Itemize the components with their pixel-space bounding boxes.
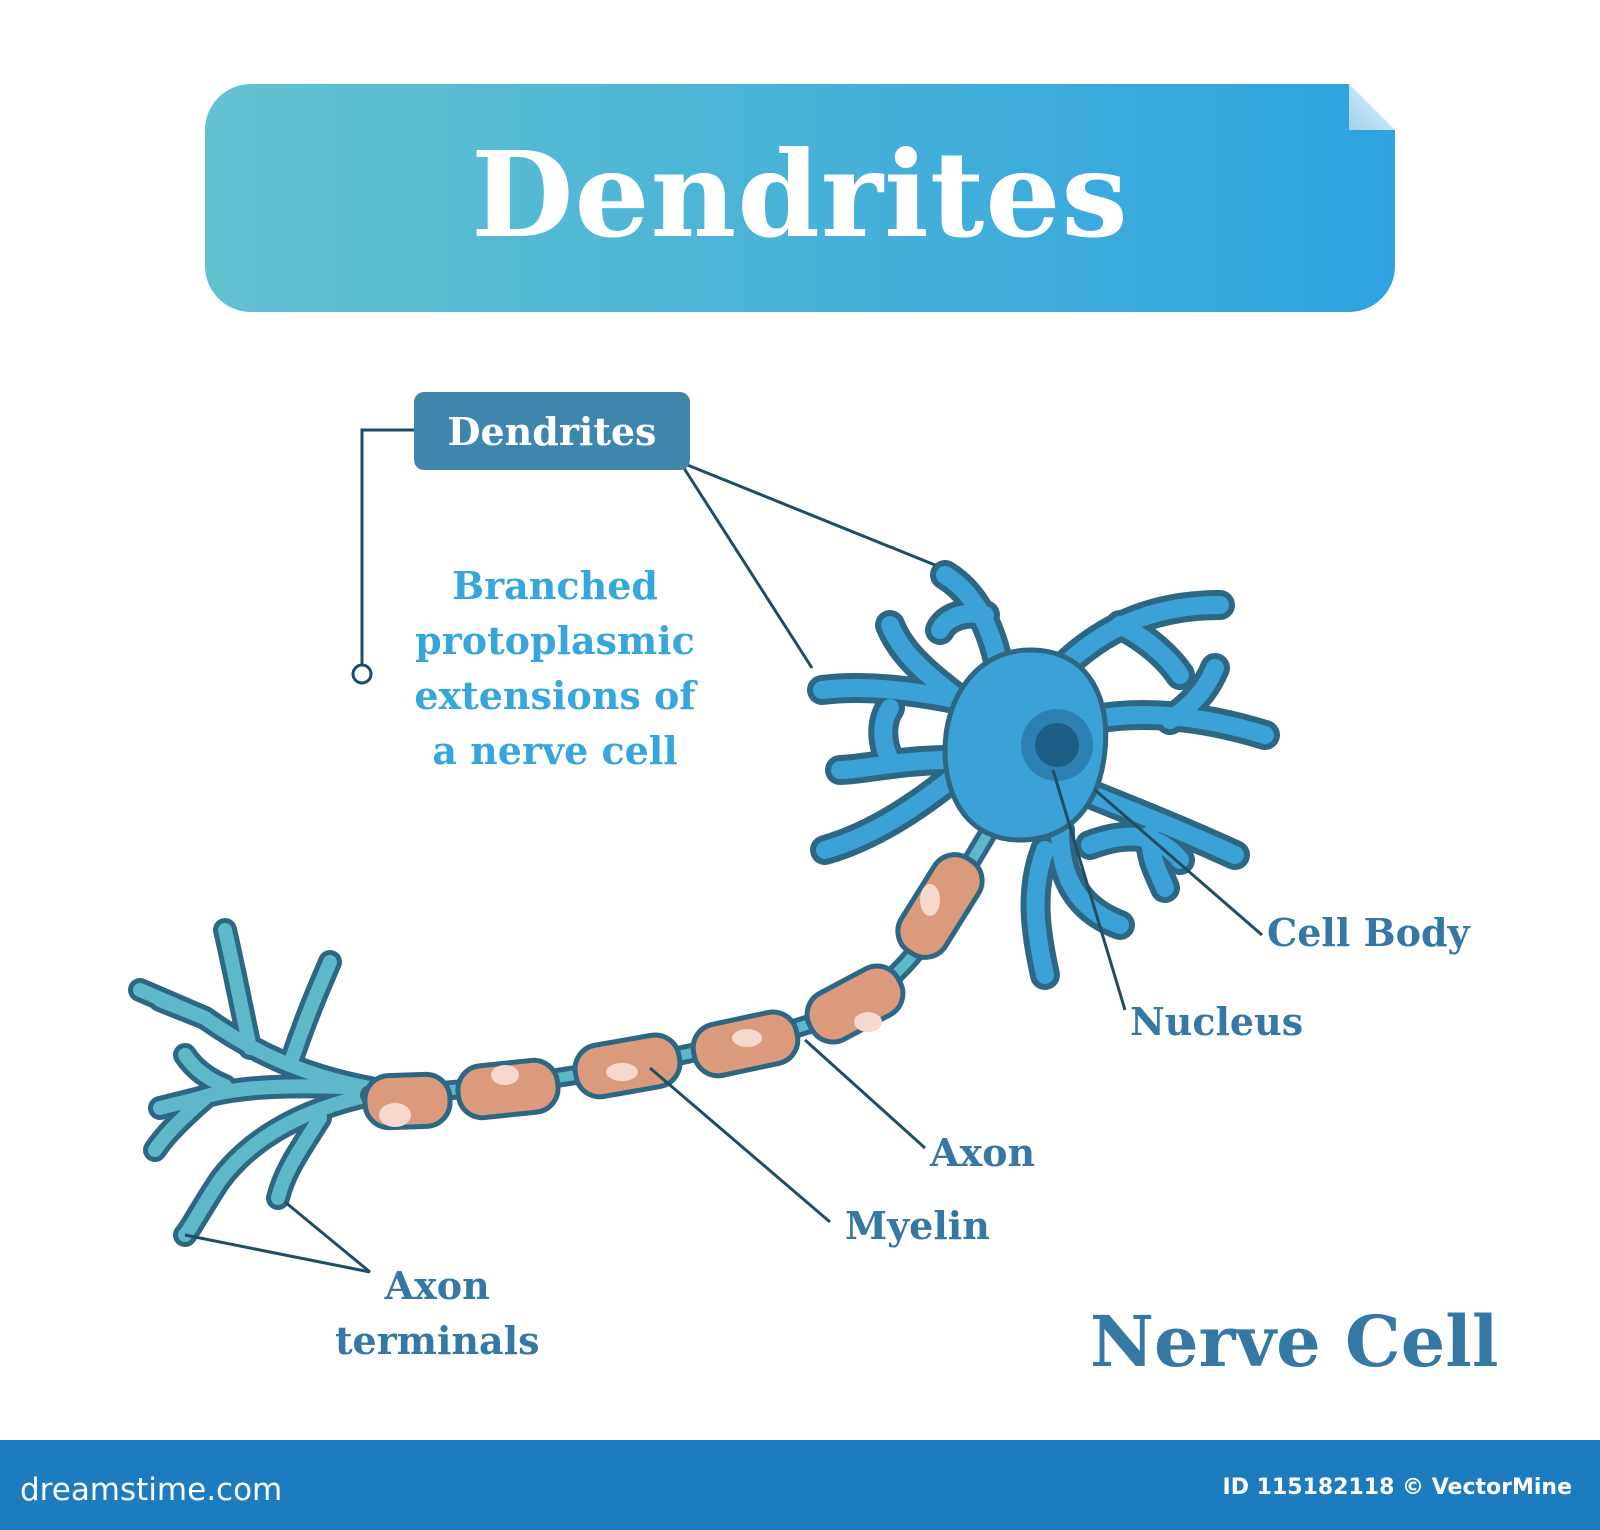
label-myelin: Myelin <box>845 1203 990 1248</box>
myelin-sheath <box>362 852 985 1131</box>
callout-anchor-dot <box>351 663 373 685</box>
description-line: Branched <box>452 563 658 608</box>
label-axon-terminals-line2: terminals <box>335 1318 540 1363</box>
description-line: protoplasmic <box>415 618 695 663</box>
footer-image-id: ID 115182118 © VectorMine <box>1222 1475 1572 1500</box>
label-cell-body: Cell Body <box>1267 910 1470 955</box>
label-axon: Axon <box>930 1130 1036 1175</box>
nucleus <box>1021 709 1093 781</box>
label-axon-terminals: Axon terminals <box>335 1258 539 1368</box>
page-curl-decoration <box>1349 84 1395 130</box>
label-axon-terminals-line1: Axon <box>384 1263 490 1308</box>
leader-lines <box>184 428 1263 1274</box>
description-line: a nerve cell <box>432 728 678 773</box>
nerve-cell-diagram <box>128 428 1280 1274</box>
label-nucleus: Nucleus <box>1130 999 1304 1044</box>
description-line: extensions of <box>414 673 696 718</box>
title-banner: Dendrites <box>205 84 1395 312</box>
axon-terminals-branches <box>128 918 382 1247</box>
diagram-caption: Nerve Cell <box>1090 1300 1499 1383</box>
footer-bar <box>0 1440 1600 1530</box>
page-title: Dendrites <box>471 124 1129 264</box>
myelin-highlights <box>379 884 940 1127</box>
dendrites-description: Branched protoplasmic extensions of a ne… <box>380 558 730 778</box>
footer-site-name: dreamstime.com <box>20 1472 283 1508</box>
dendrites-callout-tag: Dendrites <box>414 392 690 470</box>
